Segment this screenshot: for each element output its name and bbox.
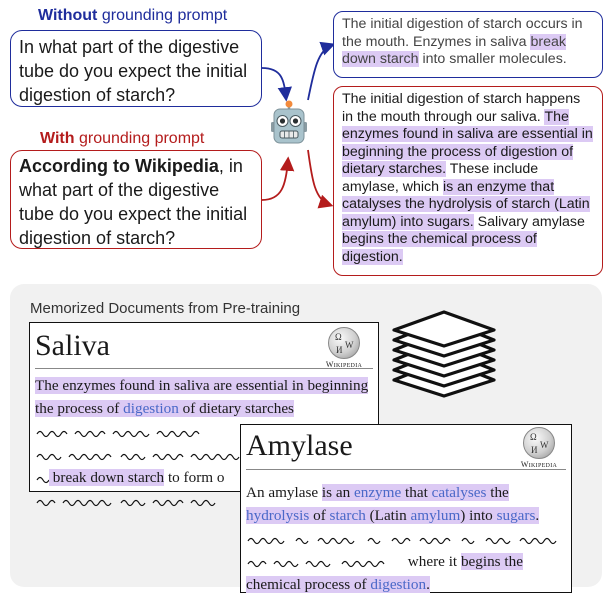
title-rule xyxy=(35,368,373,369)
saliva-highlight-2: of dietary starches xyxy=(178,400,294,417)
wikipedia-wordmark: Wikipedia xyxy=(325,360,363,369)
amylase-hl-9: . xyxy=(426,576,430,593)
elided-text-scribble xyxy=(36,476,49,483)
amylase-hl-1: is an xyxy=(321,484,354,501)
amylase-link-catalyses: catalyses xyxy=(431,484,487,501)
grounded-question-text: , in what part of the digestive tube do … xyxy=(19,156,248,248)
without-label: Without xyxy=(38,7,98,24)
title-rule xyxy=(246,469,566,470)
amylase-body: An amylase is an enzyme that catalyses t… xyxy=(246,481,568,596)
flow-arrows xyxy=(261,41,336,209)
document-stack-icon xyxy=(392,310,496,398)
elided-text-scribble xyxy=(36,453,240,460)
plain-answer-text: The initial digestion of starch occurs i… xyxy=(342,16,583,50)
amylase-link-digestion: digestion xyxy=(370,576,427,593)
blue-arrow-out xyxy=(307,41,336,101)
without-rest: grounding prompt xyxy=(97,7,228,24)
red-arrow-in xyxy=(261,156,295,201)
amylase-link-hydrolysis: hydrolysis xyxy=(246,507,310,524)
plain-answer-tail: into smaller molecules. xyxy=(418,51,567,67)
grounded-answer-text-1: The initial digestion of starch happens … xyxy=(342,91,581,125)
grounded-answer-box: The initial digestion of starch happens … xyxy=(333,86,603,276)
elided-text-scribble xyxy=(36,499,216,506)
amylase-hl-4: of xyxy=(309,507,330,524)
grounding-phrase: According to Wikipedia xyxy=(19,156,219,176)
red-arrow-out xyxy=(307,149,334,209)
amylase-link-enzyme: enzyme xyxy=(353,484,402,501)
amylase-hl-2: that xyxy=(401,484,432,501)
with-rest: grounding prompt xyxy=(74,130,205,147)
amylase-link-starch: starch xyxy=(329,507,366,524)
without-grounding-heading: Without grounding prompt xyxy=(38,7,227,25)
amylase-hl-5: (Latin xyxy=(365,507,411,524)
with-label: With xyxy=(40,130,75,147)
saliva-title: Saliva xyxy=(35,329,110,362)
plain-question-text: In what part of the digestive tube do yo… xyxy=(19,37,248,105)
saliva-body: The enzymes found in saliva are essentia… xyxy=(35,374,375,512)
grounded-answer-text-3: Salivary amylase xyxy=(473,213,585,230)
grounded-question-box: According to Wikipedia, in what part of … xyxy=(10,150,262,249)
amylase-hl-7: . xyxy=(535,507,540,524)
amylase-text-2: where it xyxy=(404,553,461,570)
with-grounding-heading: With grounding prompt xyxy=(40,130,204,148)
amylase-hl-6: ) into xyxy=(460,507,497,524)
elided-text-scribble xyxy=(247,537,557,544)
plain-question-box: In what part of the digestive tube do yo… xyxy=(10,30,262,107)
robot-icon xyxy=(271,100,307,144)
saliva-link-digestion: digestion xyxy=(123,400,179,417)
amylase-hl-3: the xyxy=(486,484,509,501)
saliva-highlight-3: break down starch xyxy=(49,469,165,486)
wikipedia-wordmark: Wikipedia xyxy=(520,460,558,469)
elided-text-scribble xyxy=(36,430,200,437)
plain-answer-box: The initial digestion of starch occurs i… xyxy=(333,11,603,78)
memorized-documents-title: Memorized Documents from Pre-training xyxy=(30,300,301,317)
blue-arrow-in xyxy=(261,67,292,102)
amylase-link-sugars: sugars xyxy=(496,507,536,524)
grounded-answer-quote-3: begins the chemical process of digestion… xyxy=(342,231,537,265)
amylase-text-1: An amylase xyxy=(246,484,322,501)
grounded-answer-text-2: These include amylase, which xyxy=(342,161,539,195)
elided-text-scribble xyxy=(247,560,385,567)
saliva-text-tail: to form o xyxy=(164,469,225,486)
amylase-title: Amylase xyxy=(246,429,353,462)
amylase-link-amylum: amylum xyxy=(410,507,461,524)
